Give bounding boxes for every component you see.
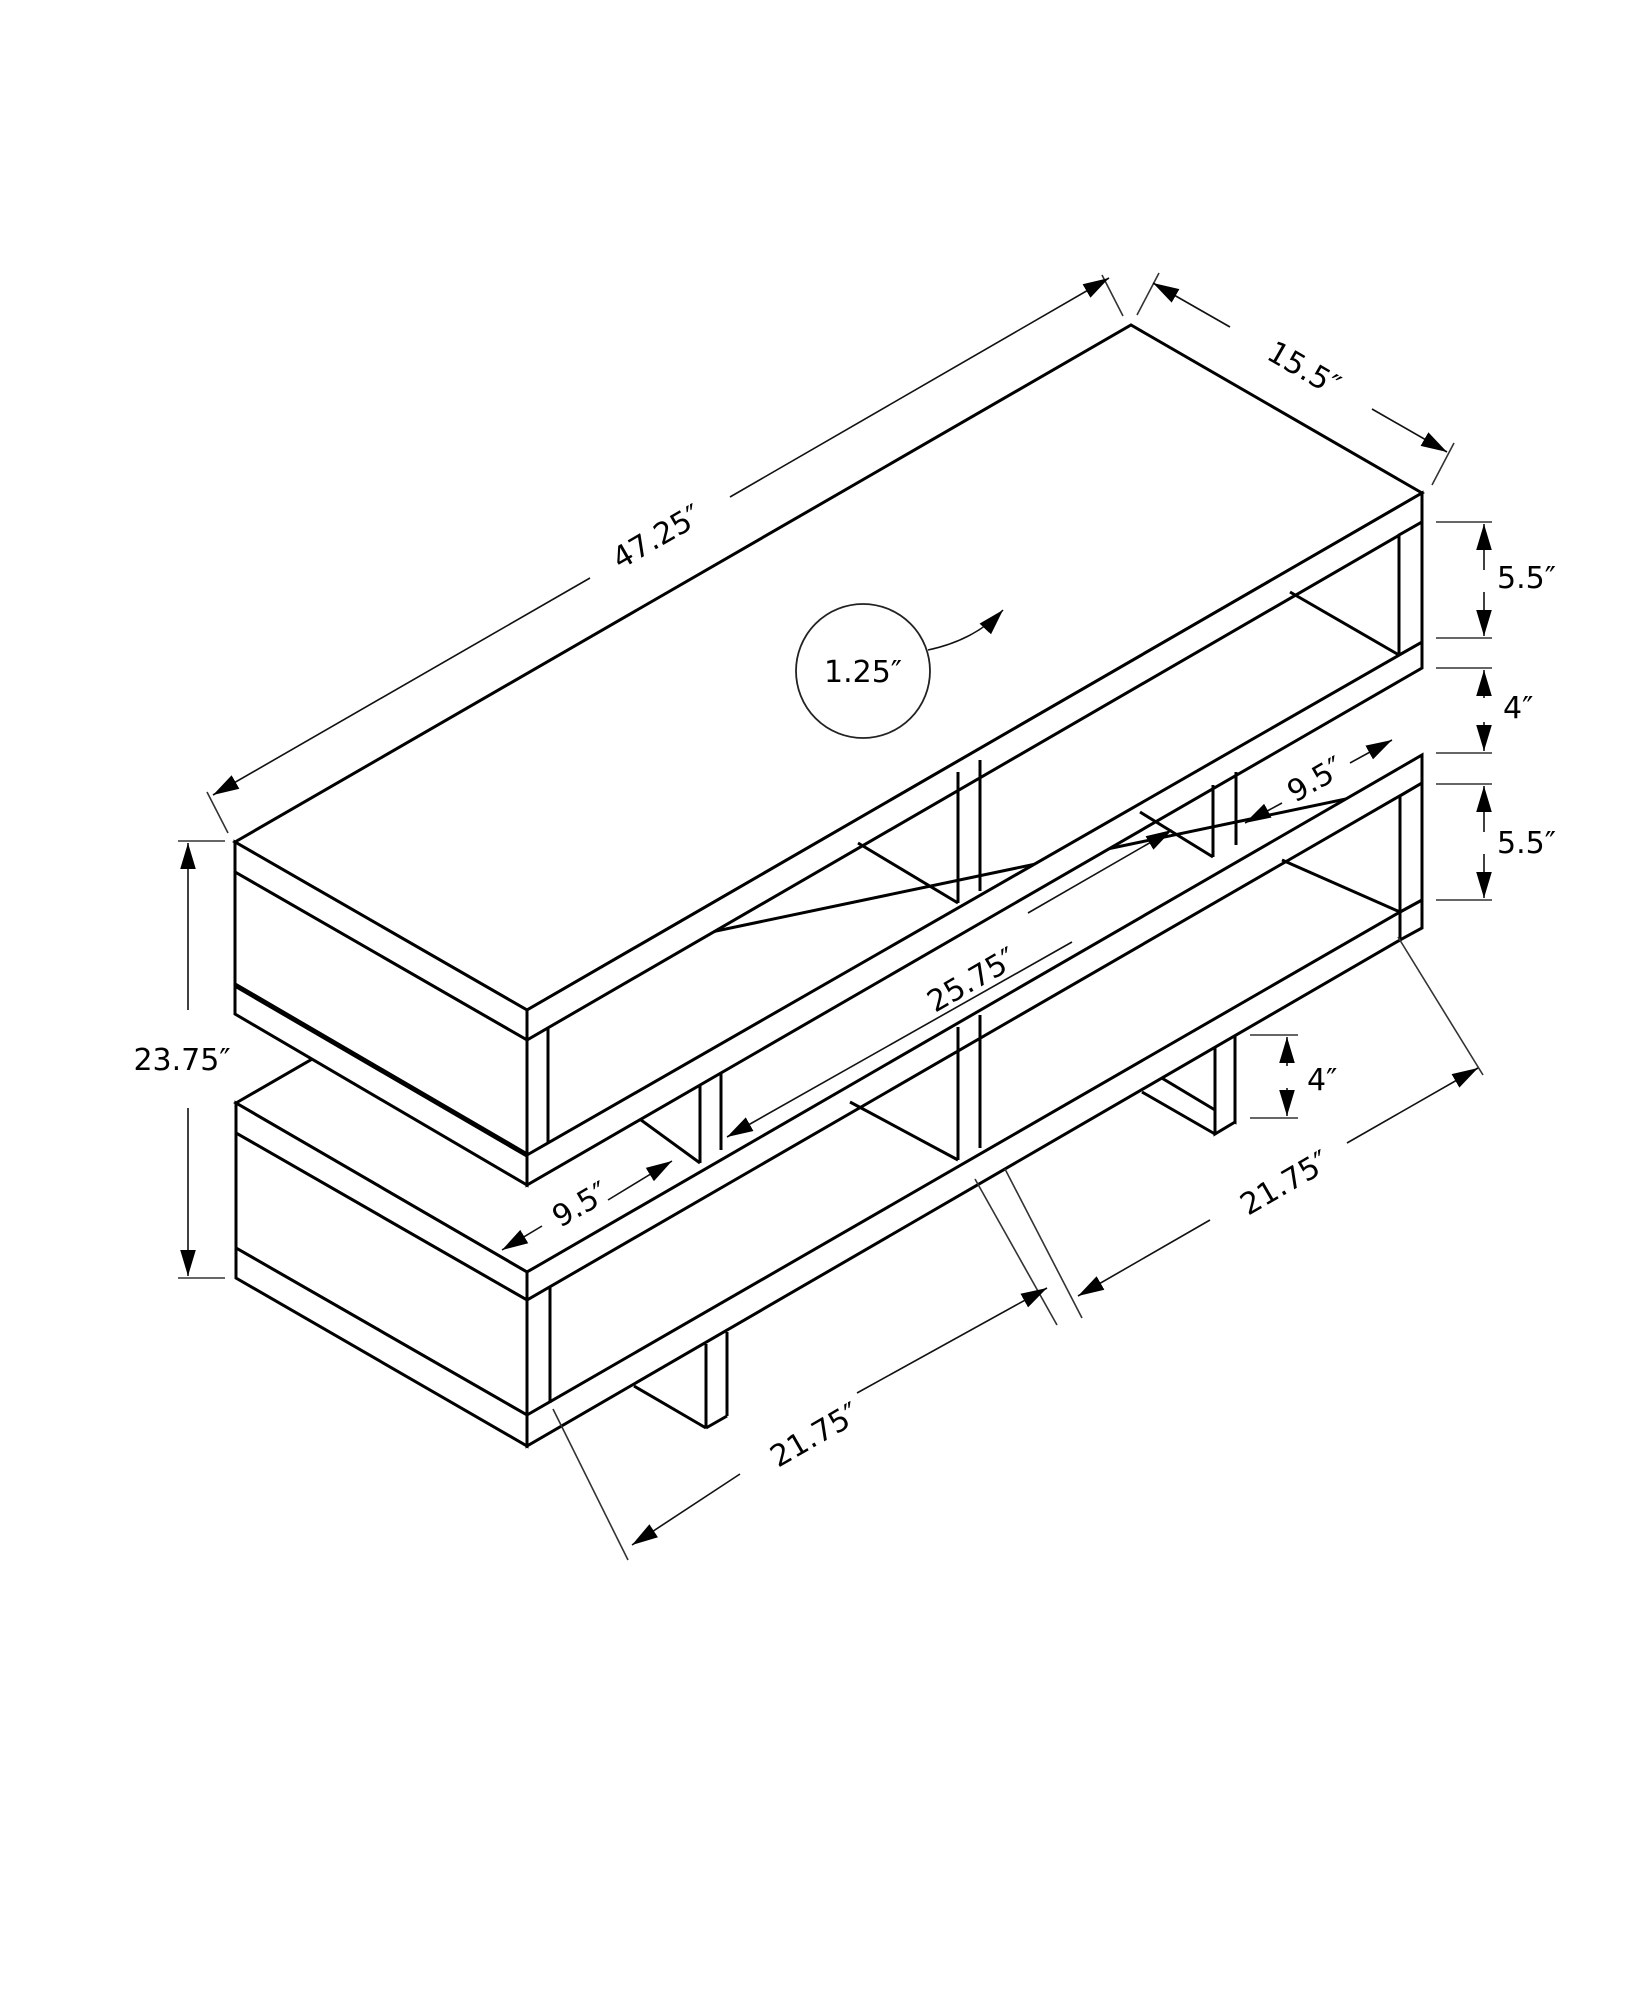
label-top-thickness: 1.25″: [824, 655, 902, 690]
callout-top-thickness: 1.25″: [795, 603, 1004, 739]
label-gap-between-tiers: 4″: [1503, 691, 1533, 726]
label-overall-width: 47.25″: [607, 498, 709, 577]
lower-unit: [233, 752, 1424, 1449]
upper-unit: [231, 323, 1425, 1188]
label-upper-compartment-height: 5.5″: [1497, 561, 1556, 596]
label-lower-unit-width-right: 21.75″: [1235, 1144, 1337, 1223]
label-depth: 15.5″: [1261, 335, 1346, 404]
dim-right-verticals: 5.5″ 4″ 5.5″: [1436, 521, 1556, 901]
lower-left-leg: [633, 1332, 729, 1430]
label-leg-height: 4″: [1307, 1063, 1337, 1098]
dim-leg-height: 4″: [1250, 1034, 1337, 1119]
label-lower-unit-width-front: 21.75″: [765, 1396, 867, 1475]
dim-overall-height: 23.75″: [133, 840, 231, 1279]
label-overall-height: 23.75″: [133, 1043, 230, 1078]
label-lower-compartment-height: 5.5″: [1497, 826, 1556, 861]
